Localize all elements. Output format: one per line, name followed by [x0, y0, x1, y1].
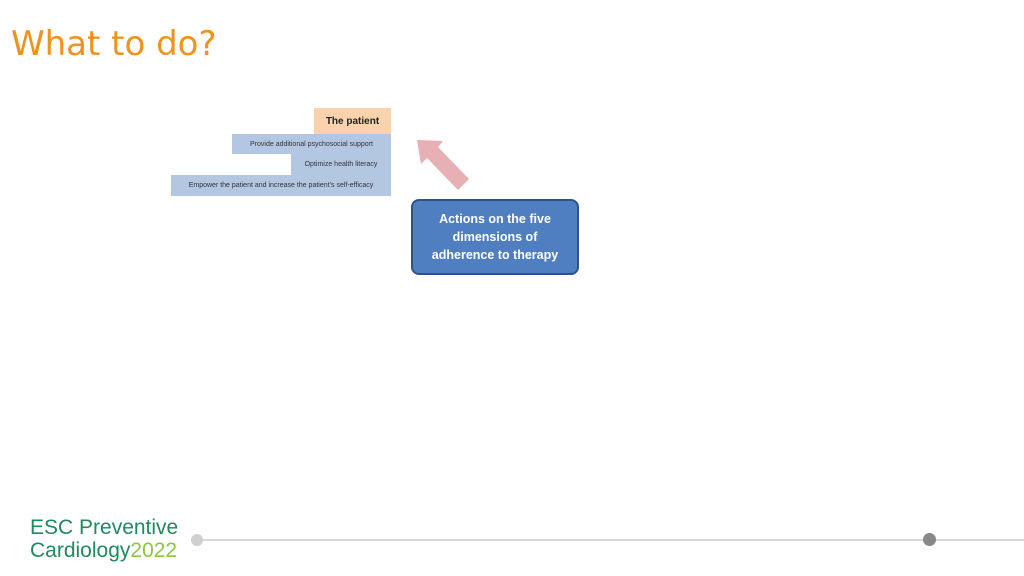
footer-dot-right	[923, 533, 936, 546]
logo-line-2: Cardiology2022	[30, 539, 178, 562]
callout-line-1: Actions on the five	[439, 212, 551, 226]
patient-header: The patient	[314, 108, 391, 134]
footer-divider	[196, 539, 1024, 541]
logo-year: 2022	[130, 539, 178, 562]
actions-callout: Actions on the five dimensions of adhere…	[411, 199, 579, 275]
logo-word: Cardiology	[30, 539, 131, 562]
up-left-arrow-icon	[417, 140, 469, 190]
logo-line-1: ESC Preventive	[30, 516, 179, 539]
action-row-self-efficacy: Empower the patient and increase the pat…	[171, 175, 391, 196]
slide-title: What to do?	[11, 24, 217, 64]
callout-line-2: dimensions of	[452, 230, 538, 244]
esc-logo: ESC Preventive Cardiology2022	[30, 516, 178, 562]
action-row-health-literacy: Optimize health literacy	[291, 154, 391, 175]
action-row-psychosocial: Provide additional psychosocial support	[232, 134, 391, 154]
footer-dot-left	[191, 534, 203, 546]
callout-line-3: adherence to therapy	[431, 248, 559, 262]
